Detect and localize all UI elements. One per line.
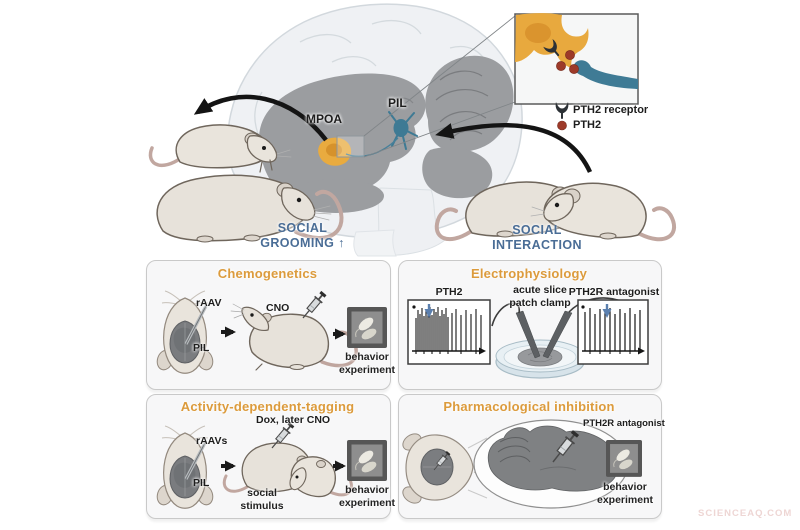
legend-ligand-label: PTH2 — [573, 118, 602, 131]
presynaptic-neuron — [515, 13, 589, 68]
raav-label: rAAV — [196, 297, 222, 309]
electrophysiology-title: Electrophysiology — [470, 266, 588, 281]
legend-receptor-icon — [554, 101, 570, 119]
social-interaction-label: SOCIAL INTERACTION — [492, 223, 582, 252]
chemogenetics-title: Chemogenetics — [217, 266, 318, 281]
social-stimulus-label: social stimulus — [240, 487, 284, 512]
antagonist-label: PTH2R antagonist — [583, 418, 665, 429]
patch-clamp-label: acute slice patch clamp — [509, 284, 571, 309]
pil-neuron — [345, 111, 418, 157]
behavior-experiment-label: behavior experiment — [338, 351, 396, 376]
mpoa-region — [318, 137, 352, 166]
magnifier-box — [336, 135, 365, 158]
pil-injection-label: PIL — [193, 477, 210, 489]
legend-receptor-label: PTH2 receptor — [573, 104, 649, 116]
pil-injection-label: PIL — [193, 342, 210, 354]
pth2-molecules — [556, 50, 579, 74]
behavior-experiment-label: behavior experiment — [596, 481, 654, 506]
raavs-label: rAAVs — [196, 435, 228, 447]
dox-label: Dox, later CNO — [256, 414, 331, 426]
antagonist-trace-label: PTH2R antagonist — [568, 286, 660, 298]
arrow-to-pil — [435, 123, 593, 173]
tagging-title: Activity-dependent-tagging — [180, 399, 355, 414]
watermark: SCIENCEAQ.COM — [698, 508, 793, 519]
pharmacology-title: Pharmacological inhibition — [443, 399, 615, 414]
mpoa-label: MPOA — [306, 112, 342, 126]
cno-label: CNO — [266, 302, 290, 314]
pth2-receptor-icon — [541, 37, 565, 61]
brain-illustration — [226, 3, 523, 257]
pth2-trace-label: PTH2 — [435, 286, 463, 298]
pil-label: PIL — [388, 96, 407, 110]
behavior-experiment-label: behavior experiment — [338, 484, 396, 509]
social-grooming-label: SOCIAL GROOMING ↑ — [260, 221, 345, 250]
postsynaptic-process — [573, 60, 638, 89]
legend-pth2-dot-icon — [557, 120, 567, 131]
